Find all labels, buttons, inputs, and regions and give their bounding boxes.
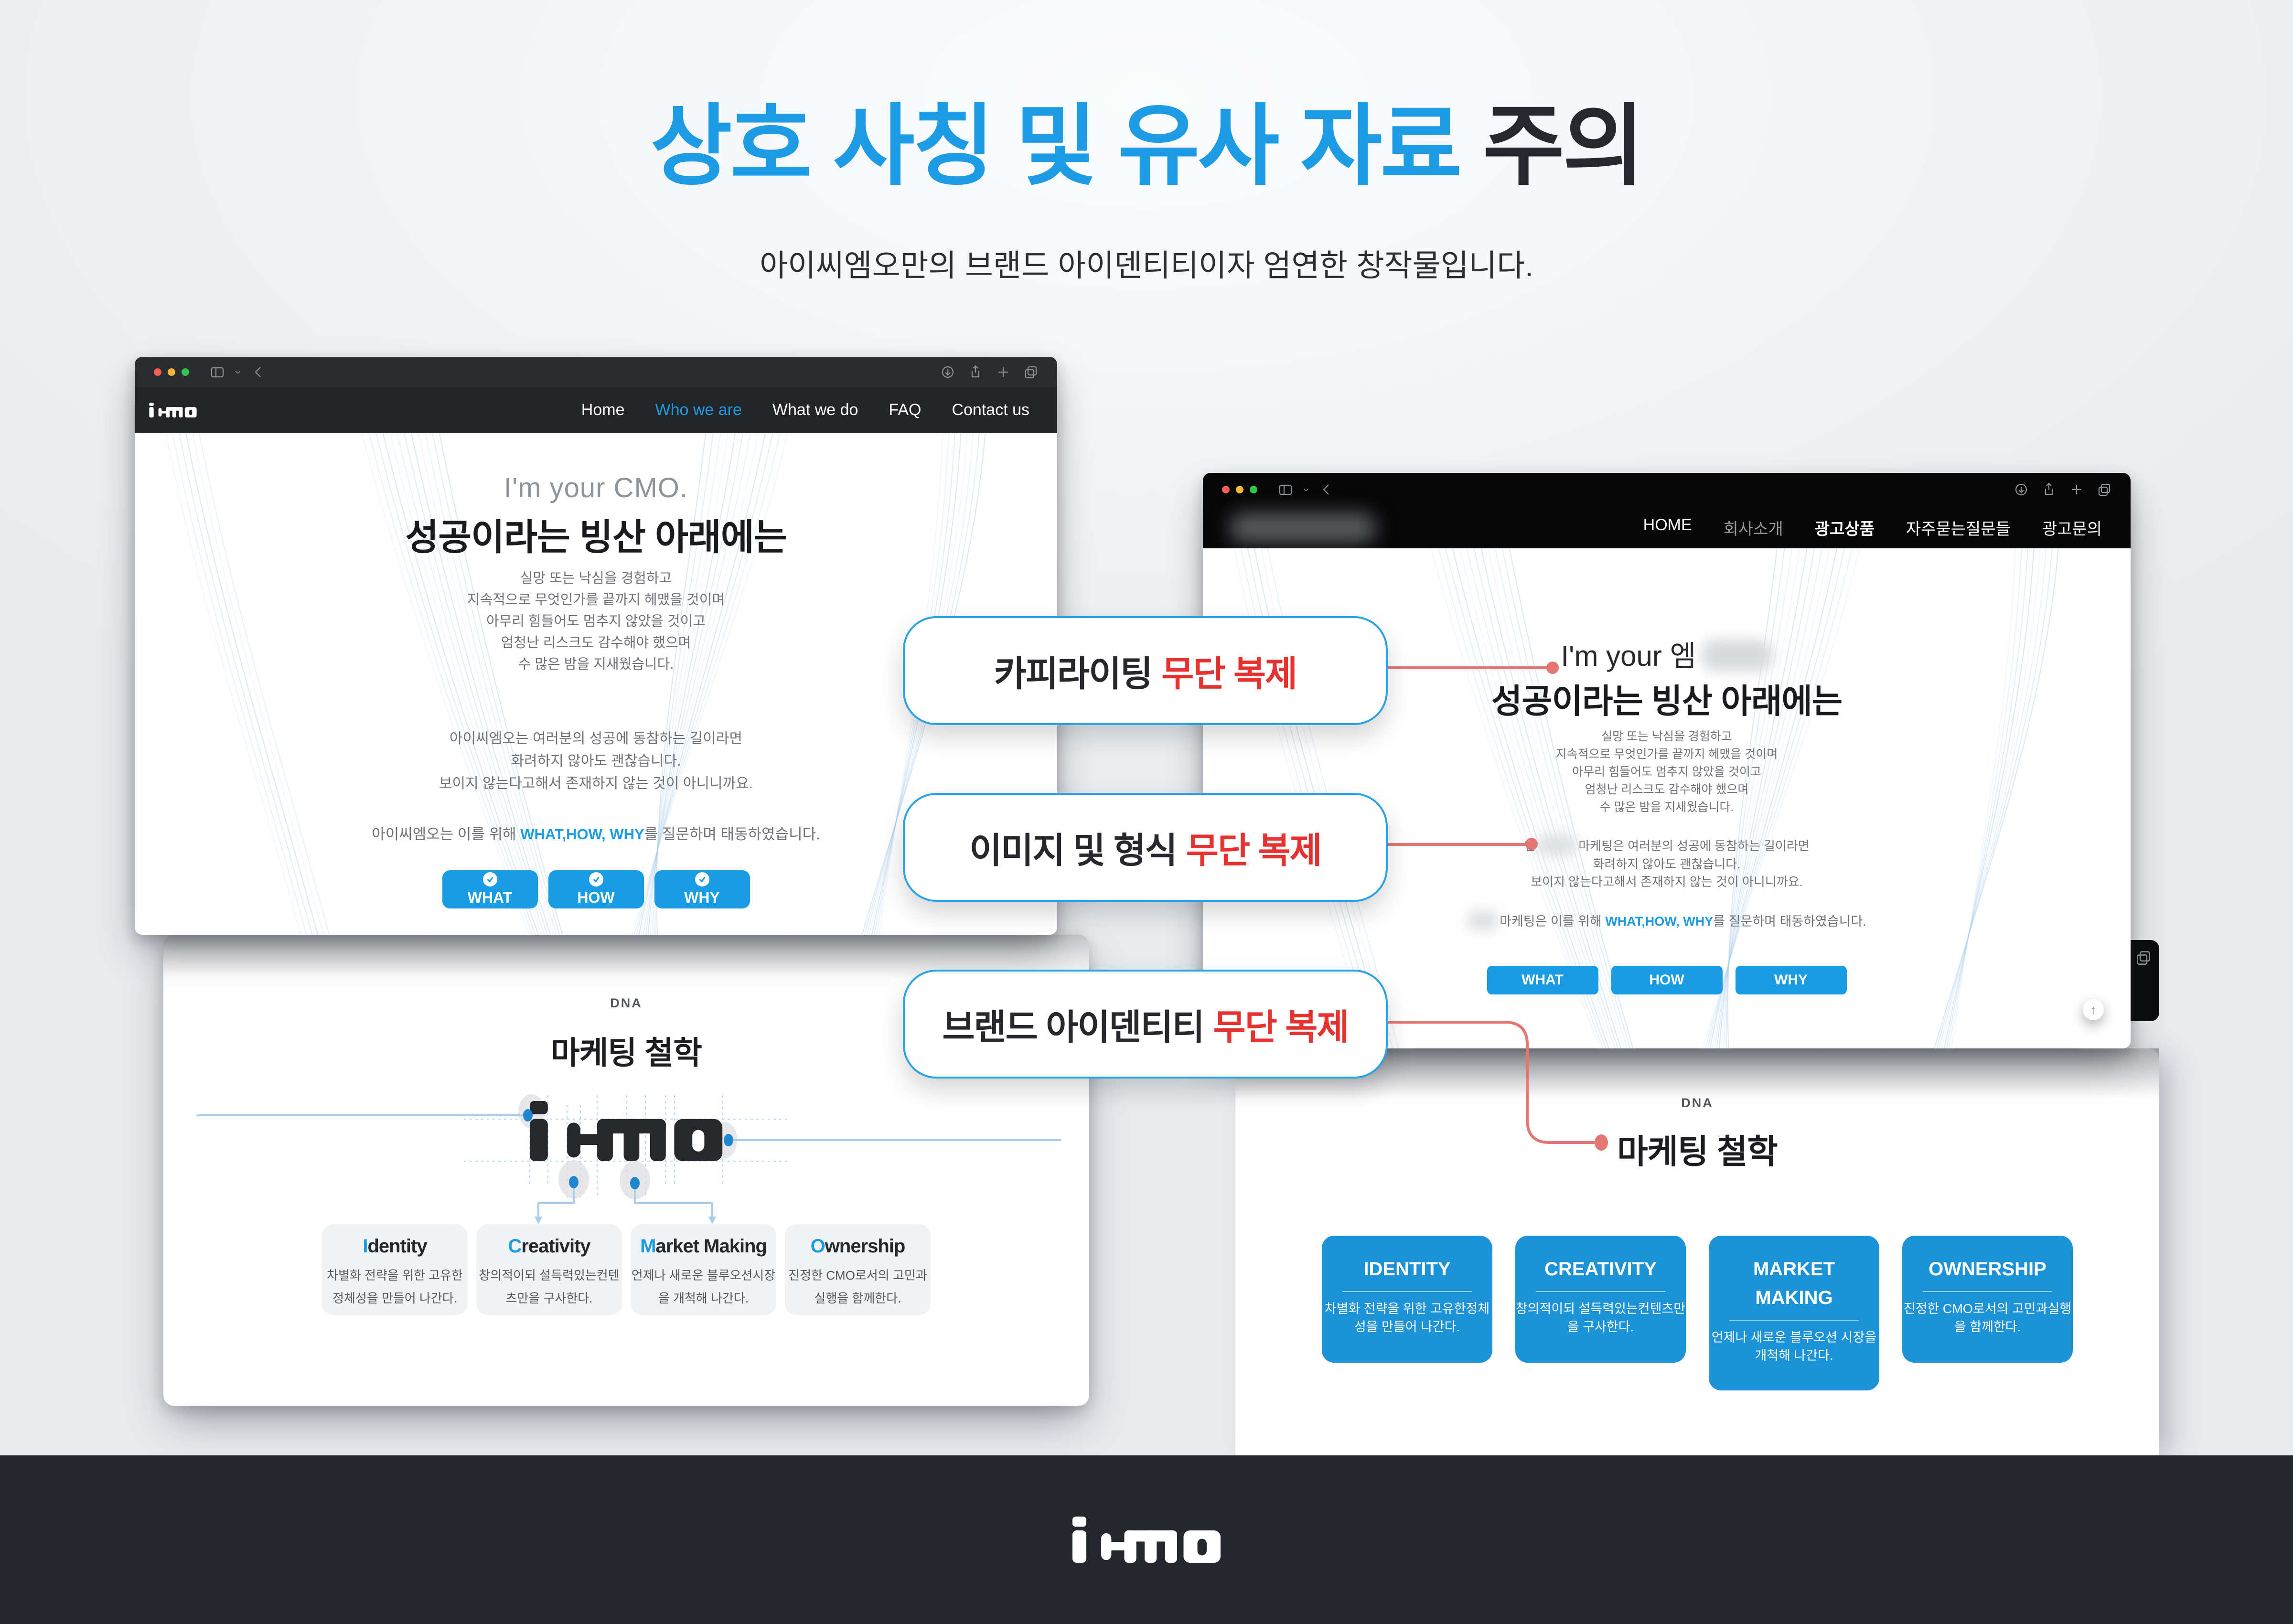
zoom-icon[interactable]: [1250, 486, 1257, 493]
hero-paragraph-3: 마케팅은 이를 위해 WHAT,HOW, WHY를 질문하며 태동하였습니다.: [1203, 910, 2131, 930]
nav-home[interactable]: HOME: [1643, 515, 1692, 534]
page-subtitle: 아이씨엠오만의 브랜드 아이덴티티이자 엄연한 창작물입니다.: [760, 248, 1533, 283]
nav-who-we-are[interactable]: Who we are: [655, 401, 742, 419]
blurred-word: [1467, 910, 1499, 930]
why-button[interactable]: WHY: [1735, 966, 1847, 994]
nav-company[interactable]: 회사소개: [1723, 520, 1783, 538]
philosophy-cards: IDENTITY 차별화 전략을 위한 고유한정체성을 만들어 나간다. CRE…: [1235, 1236, 2159, 1390]
blurred-logo: [1230, 513, 1376, 543]
ownership-card: OWNERSHIP 진정한 CMO로서의 고민과실행을 함께한다.: [1902, 1236, 2073, 1363]
minimize-icon[interactable]: [168, 368, 175, 376]
nav-contact-us[interactable]: Contact us: [952, 401, 1029, 419]
hero-buttons: WHAT HOW WHY: [135, 870, 1057, 908]
close-icon[interactable]: [1222, 486, 1230, 493]
check-icon: [695, 872, 709, 887]
share-icon[interactable]: [2042, 482, 2056, 497]
new-tab-icon[interactable]: [996, 365, 1010, 379]
copycat-philosophy-panel: DNA 마케팅 철학 IDENTITY 차별화 전략을 위한 고유한정체성을 만…: [1235, 1048, 2159, 1455]
how-button[interactable]: HOW: [1611, 966, 1723, 994]
what-button[interactable]: WHAT: [1487, 966, 1598, 994]
site-menu: HOME 회사소개 광고상품 자주묻는질문들 광고문의: [1643, 516, 2102, 539]
chevron-down-icon[interactable]: [233, 365, 243, 379]
blurred-word: [1536, 834, 1578, 856]
identity-card: IDENTITY 차별화 전략을 위한 고유한정체성을 만들어 나간다.: [1322, 1236, 1492, 1363]
hero-buttons: WHAT HOW WHY: [1203, 966, 2131, 994]
dna-label: DNA: [610, 996, 643, 1010]
dna-label: DNA: [1681, 1096, 1714, 1110]
how-button[interactable]: HOW: [548, 870, 644, 908]
window-controls[interactable]: [1222, 486, 1257, 493]
nav-ad-inquiry[interactable]: 광고문의: [2042, 520, 2102, 538]
zoom-icon[interactable]: [182, 368, 189, 376]
tabs-icon[interactable]: [1024, 365, 1038, 379]
hero-tagline: I'm your CMO.: [504, 472, 688, 503]
hero-title: 성공이라는 빙산 아래에는: [1491, 683, 1843, 720]
icmo-logo: [1072, 1517, 1221, 1563]
philosophy-cards: Identity 차별화 전략을 위한 고유한정체성을 만들어 나간다. Cre…: [163, 1224, 1089, 1315]
window-controls[interactable]: [154, 368, 189, 376]
arrow-up-icon: ↑: [2090, 1002, 2097, 1017]
back-icon[interactable]: [251, 365, 266, 379]
identity-card: Identity 차별화 전략을 위한 고유한정체성을 만들어 나간다.: [322, 1224, 468, 1315]
chevron-down-icon[interactable]: [1301, 482, 1311, 497]
what-button[interactable]: WHAT: [442, 870, 538, 908]
sidebar-icon[interactable]: [210, 365, 225, 379]
hero-tagline: I'm your 엠: [1203, 633, 2131, 674]
site-navbar: Home Who we are What we do FAQ Contact u…: [135, 387, 1057, 433]
creativity-card: CREATIVITY 창의적이되 설득력있는컨텐츠만을 구사한다.: [1515, 1236, 1686, 1363]
hero-paragraph-3: 아이씨엠오는 이를 위해 WHAT,HOW, WHY를 질문하며 태동하였습니다…: [372, 826, 820, 843]
tabs-icon: [2137, 951, 2150, 965]
why-button[interactable]: WHY: [654, 870, 750, 908]
browser-chrome: [1203, 473, 2131, 506]
scroll-to-top-button[interactable]: ↑: [2083, 999, 2104, 1020]
back-icon[interactable]: [1319, 482, 1334, 497]
minimize-icon[interactable]: [1236, 486, 1243, 493]
hero-paragraph-1: 실망 또는 낙심을 경험하고 지속적으로 무엇인가를 끝까지 헤맸을 것이며 아…: [1555, 730, 1778, 814]
check-icon: [589, 872, 603, 887]
check-icon: [482, 872, 497, 887]
philosophy-title: 마케팅 철학: [551, 1035, 702, 1070]
market-making-card: MARKET MAKING 언제나 새로운 블루오션 시장을개척해 나간다.: [1709, 1236, 1879, 1390]
nav-home[interactable]: Home: [581, 401, 625, 419]
download-icon[interactable]: [2014, 482, 2028, 497]
nav-ad-products[interactable]: 광고상품: [1814, 520, 1875, 538]
tabs-icon[interactable]: [2097, 482, 2111, 497]
logo-guideline-diagram: [196, 1094, 1061, 1224]
page-title: 상호 사칭 및 유사 자료 주의: [650, 97, 1645, 196]
site-navbar: HOME 회사소개 광고상품 자주묻는질문들 광고문의: [1203, 506, 2131, 548]
browser-chrome: [135, 357, 1057, 387]
nav-what-we-do[interactable]: What we do: [772, 401, 858, 419]
ownership-card: Ownership 진정한 CMO로서의 고민과실행을 함께한다.: [785, 1224, 931, 1315]
market-making-card: Market Making 언제나 새로운 블루오션시장을 개척해 나간다.: [631, 1224, 776, 1315]
icmo-logo[interactable]: [149, 403, 197, 417]
nav-faq[interactable]: FAQ: [889, 401, 921, 419]
hero-paragraph-2: 아이씨엠오는 여러분의 성공에 동참하는 길이라면 화려하지 않아도 괜찮습니다…: [439, 731, 753, 791]
new-tab-icon[interactable]: [2069, 482, 2084, 497]
download-icon[interactable]: [941, 365, 955, 379]
hero-paragraph-1: 실망 또는 낙심을 경험하고 지속적으로 무엇인가를 끝까지 헤맸을 것이며 아…: [467, 571, 725, 672]
page-footer: [0, 1455, 2293, 1624]
creativity-card: Creativity 창의적이되 설득력있는컨텐츠만을 구사한다.: [476, 1224, 622, 1315]
blurred-word: [1701, 640, 1773, 672]
site-menu: Home Who we are What we do FAQ Contact u…: [581, 401, 1029, 419]
hero-title: 성공이라는 빙산 아래에는: [405, 517, 787, 558]
nav-faq[interactable]: 자주묻는질문들: [1906, 520, 2011, 538]
copycat-browser-window: HOME 회사소개 광고상품 자주묻는질문들 광고문의 I'm your 엠 성…: [1203, 473, 2131, 1048]
share-icon[interactable]: [968, 364, 983, 379]
sidebar-icon[interactable]: [1278, 482, 1293, 497]
philosophy-title: 마케팅 철학: [1617, 1133, 1778, 1170]
close-icon[interactable]: [154, 368, 161, 376]
